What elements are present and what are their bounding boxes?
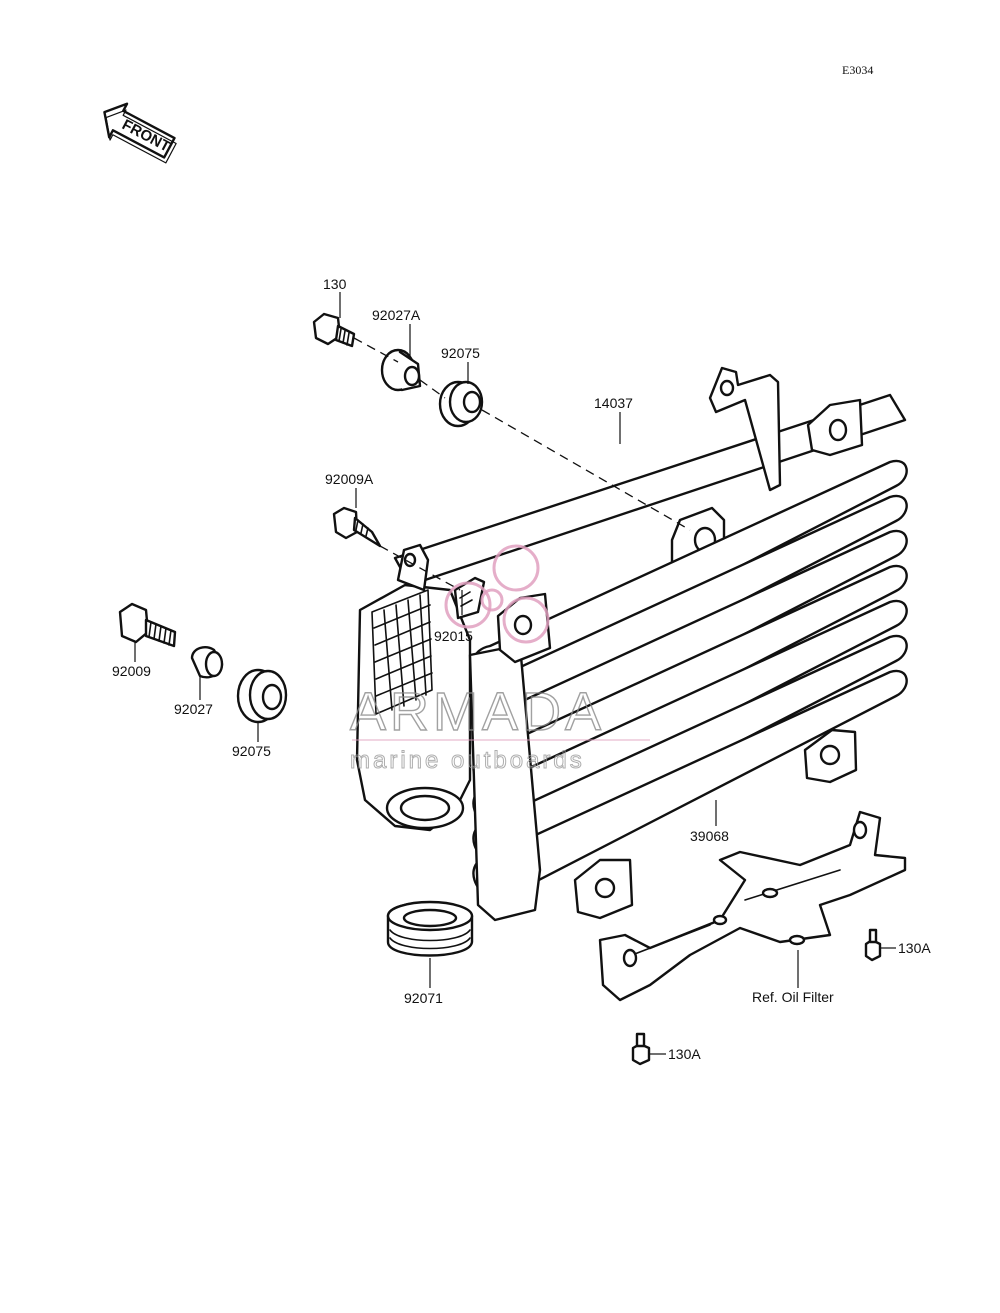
part-130-bolt: [312, 312, 356, 348]
oil-filter-bracket: [598, 810, 907, 1002]
label-ref-oil-filter: Ref. Oil Filter: [752, 989, 834, 1005]
part-92075-grommet-top: [438, 380, 484, 428]
watermark-tagline: marine outboards: [350, 747, 585, 774]
oil-cooler-39068: [355, 366, 908, 922]
part-92009A-screw: [332, 506, 382, 548]
part-92027A-collar: [380, 348, 422, 392]
label-92027A: 92027A: [372, 307, 421, 323]
label-130: 130: [323, 276, 347, 292]
part-92009-bolt: [118, 602, 177, 648]
cooler-tubes: [472, 459, 908, 902]
label-92009A: 92009A: [325, 471, 374, 487]
label-92075-top: 92075: [441, 345, 480, 361]
label-39068: 39068: [690, 828, 729, 844]
watermark: ARMADA marine outboards: [349, 544, 650, 775]
diagram-code: E3034: [842, 63, 873, 77]
label-92009: 92009: [112, 663, 151, 679]
label-92027: 92027: [174, 701, 213, 717]
part-92071-grommet: [386, 900, 474, 957]
leader-lines: [134, 292, 896, 1055]
watermark-brand: ARMADA: [350, 682, 605, 742]
label-92075-left: 92075: [232, 743, 271, 759]
label-130A-bottom: 130A: [668, 1046, 701, 1062]
part-92075-grommet-left: [236, 668, 288, 724]
part-130A-bolt-bottom: [631, 1032, 651, 1066]
watermark-logo-icon: [444, 544, 550, 644]
label-92071: 92071: [404, 990, 443, 1006]
front-arrow-icon: FRONT: [103, 102, 177, 164]
label-130A-right: 130A: [898, 940, 931, 956]
part-130A-bolt-right: [864, 928, 882, 962]
cooler-mesh: [371, 589, 433, 715]
label-92015: 92015: [434, 628, 473, 644]
part-labels: 130 92027A 92075 14037 92009A 92015 9200…: [112, 276, 931, 1062]
label-14037: 14037: [594, 395, 633, 411]
part-92027-collar: [190, 646, 224, 679]
